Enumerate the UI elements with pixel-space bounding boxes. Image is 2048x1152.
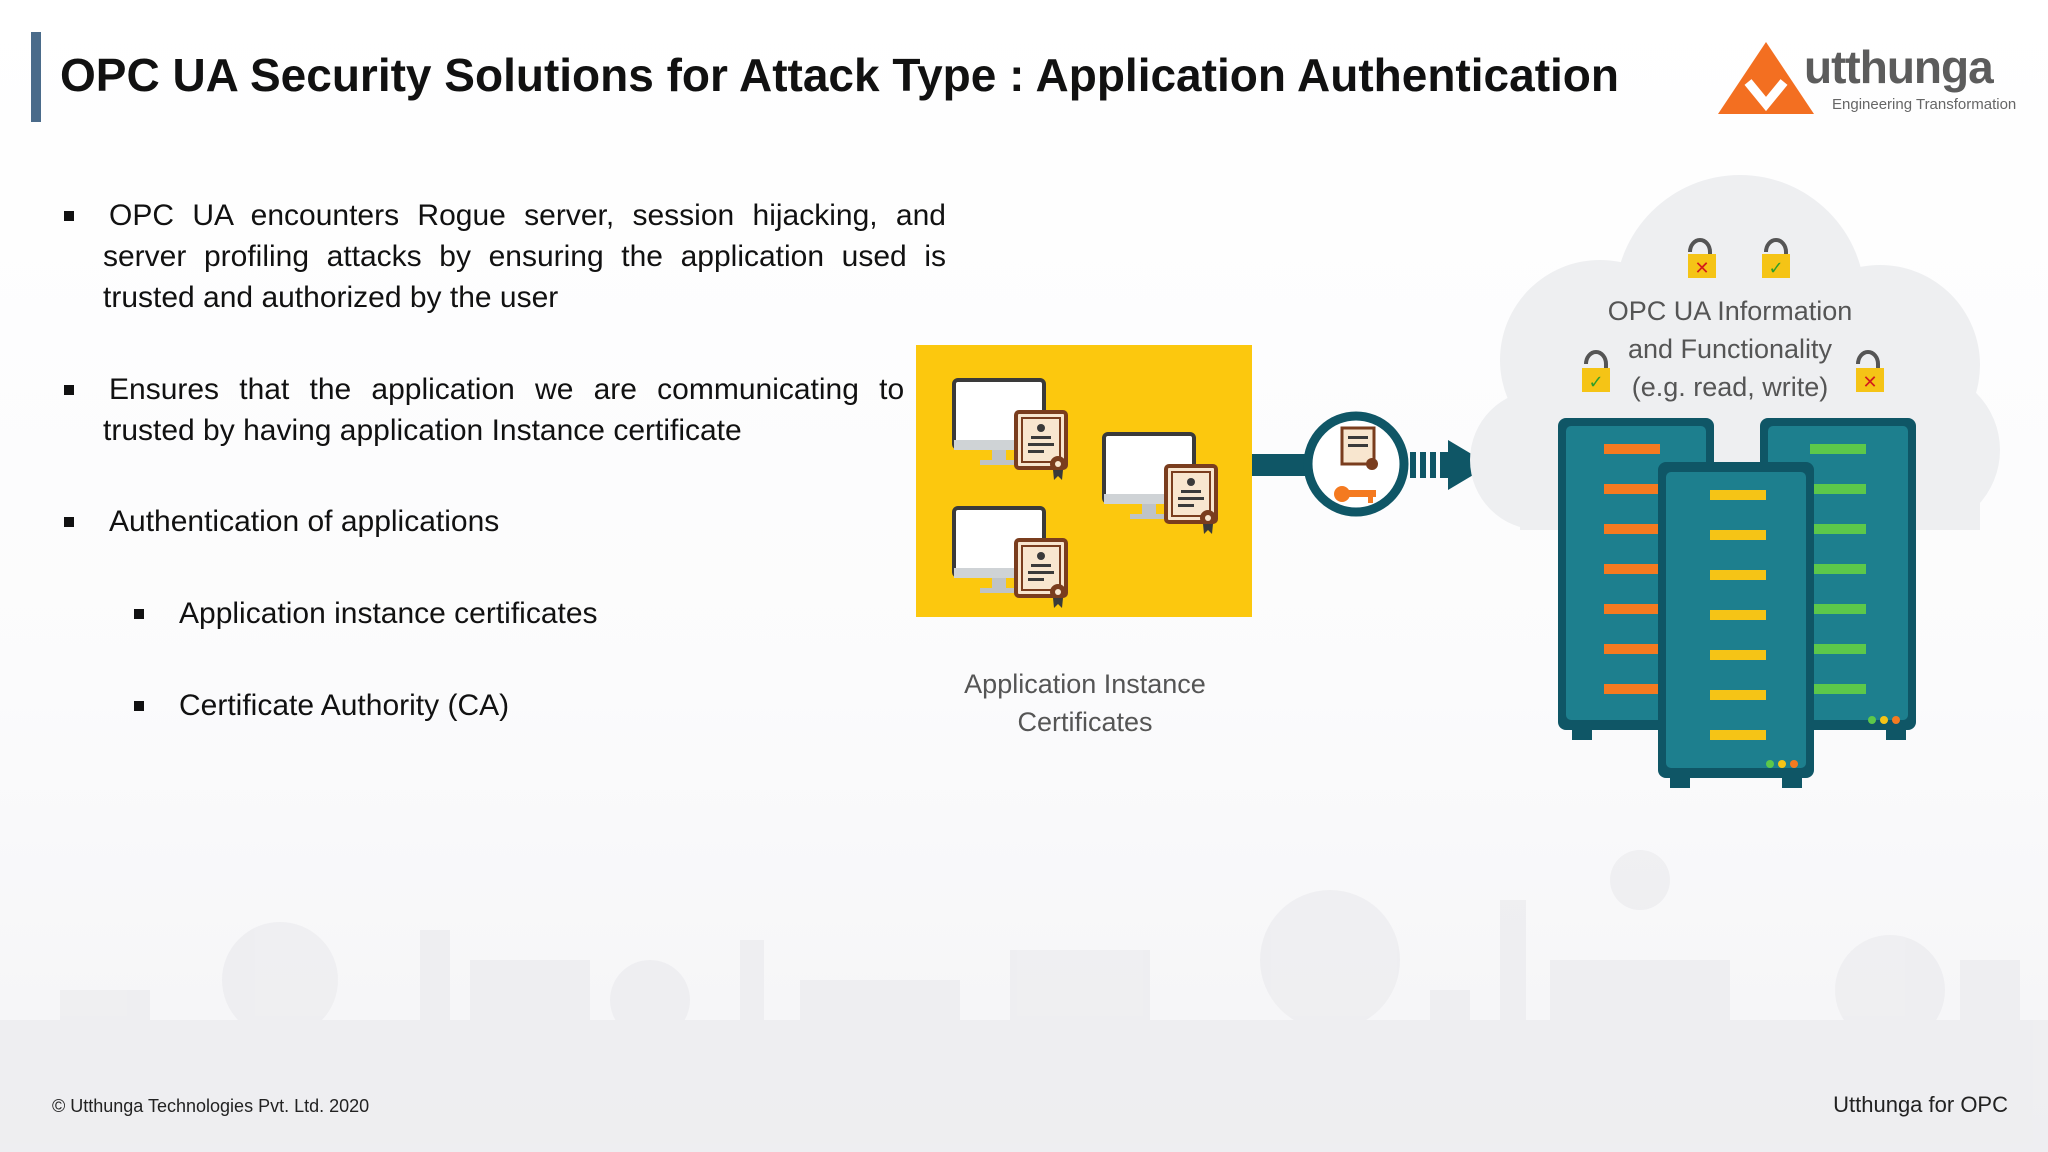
svg-text:✓: ✓ <box>1588 372 1603 392</box>
certificate-icon <box>1340 426 1378 470</box>
svg-text:✕: ✕ <box>1862 372 1877 392</box>
bullet-square-icon <box>64 385 74 395</box>
key-icon <box>1334 486 1376 503</box>
padlock-icon: ✓ <box>1762 238 1790 278</box>
cloud-caption: OPC UA Information and Functionality (e.… <box>1580 292 1880 406</box>
padlock-icon: ✕ <box>1856 350 1884 392</box>
bullet-text: Authentication of applications <box>109 505 500 538</box>
padlock-icon: ✓ <box>1582 350 1610 392</box>
logo-mark-icon <box>1718 42 1814 114</box>
cloud-caption-line: and Functionality <box>1627 334 1833 364</box>
caption-line: Certificates <box>1017 707 1153 737</box>
bullet-text: Certificate Authority (CA) <box>179 689 510 722</box>
bullet-square-icon <box>134 609 144 619</box>
title-accent-bar <box>31 32 41 122</box>
connector-line <box>1252 454 1312 476</box>
clients-caption: Application Instance Certificates <box>940 665 1230 741</box>
bullet-text: Ensures that the application we are comm… <box>103 373 946 447</box>
bullet-text: OPC UA encounters Rogue server, session … <box>103 199 946 314</box>
caption-line: Application Instance <box>964 669 1206 699</box>
footer-copyright: © Utthunga Technologies Pvt. Ltd. 2020 <box>52 1096 370 1116</box>
server-rack-icon <box>1658 462 1814 788</box>
cloud-caption-line: (e.g. read, write) <box>1631 372 1829 402</box>
bullet-square-icon <box>134 701 144 711</box>
company-logo: utthunga Engineering Transformation <box>1718 38 2018 118</box>
svg-text:✕: ✕ <box>1694 258 1709 278</box>
arrow-right-icon <box>1410 440 1490 490</box>
bullet-text: Application instance certificates <box>179 597 598 630</box>
logo-wordmark: utthunga <box>1804 41 1994 93</box>
footer-label: Utthunga for OPC <box>1833 1092 2008 1117</box>
padlock-icon: ✕ <box>1688 238 1716 278</box>
bullet-square-icon <box>64 517 74 527</box>
svg-text:✓: ✓ <box>1768 258 1783 278</box>
logo-tagline: Engineering Transformation <box>1832 96 2017 113</box>
cloud-caption-line: OPC UA Information <box>1607 296 1853 326</box>
bullet-square-icon <box>64 211 74 221</box>
slide-title: OPC UA Security Solutions for Attack Typ… <box>60 49 1619 101</box>
